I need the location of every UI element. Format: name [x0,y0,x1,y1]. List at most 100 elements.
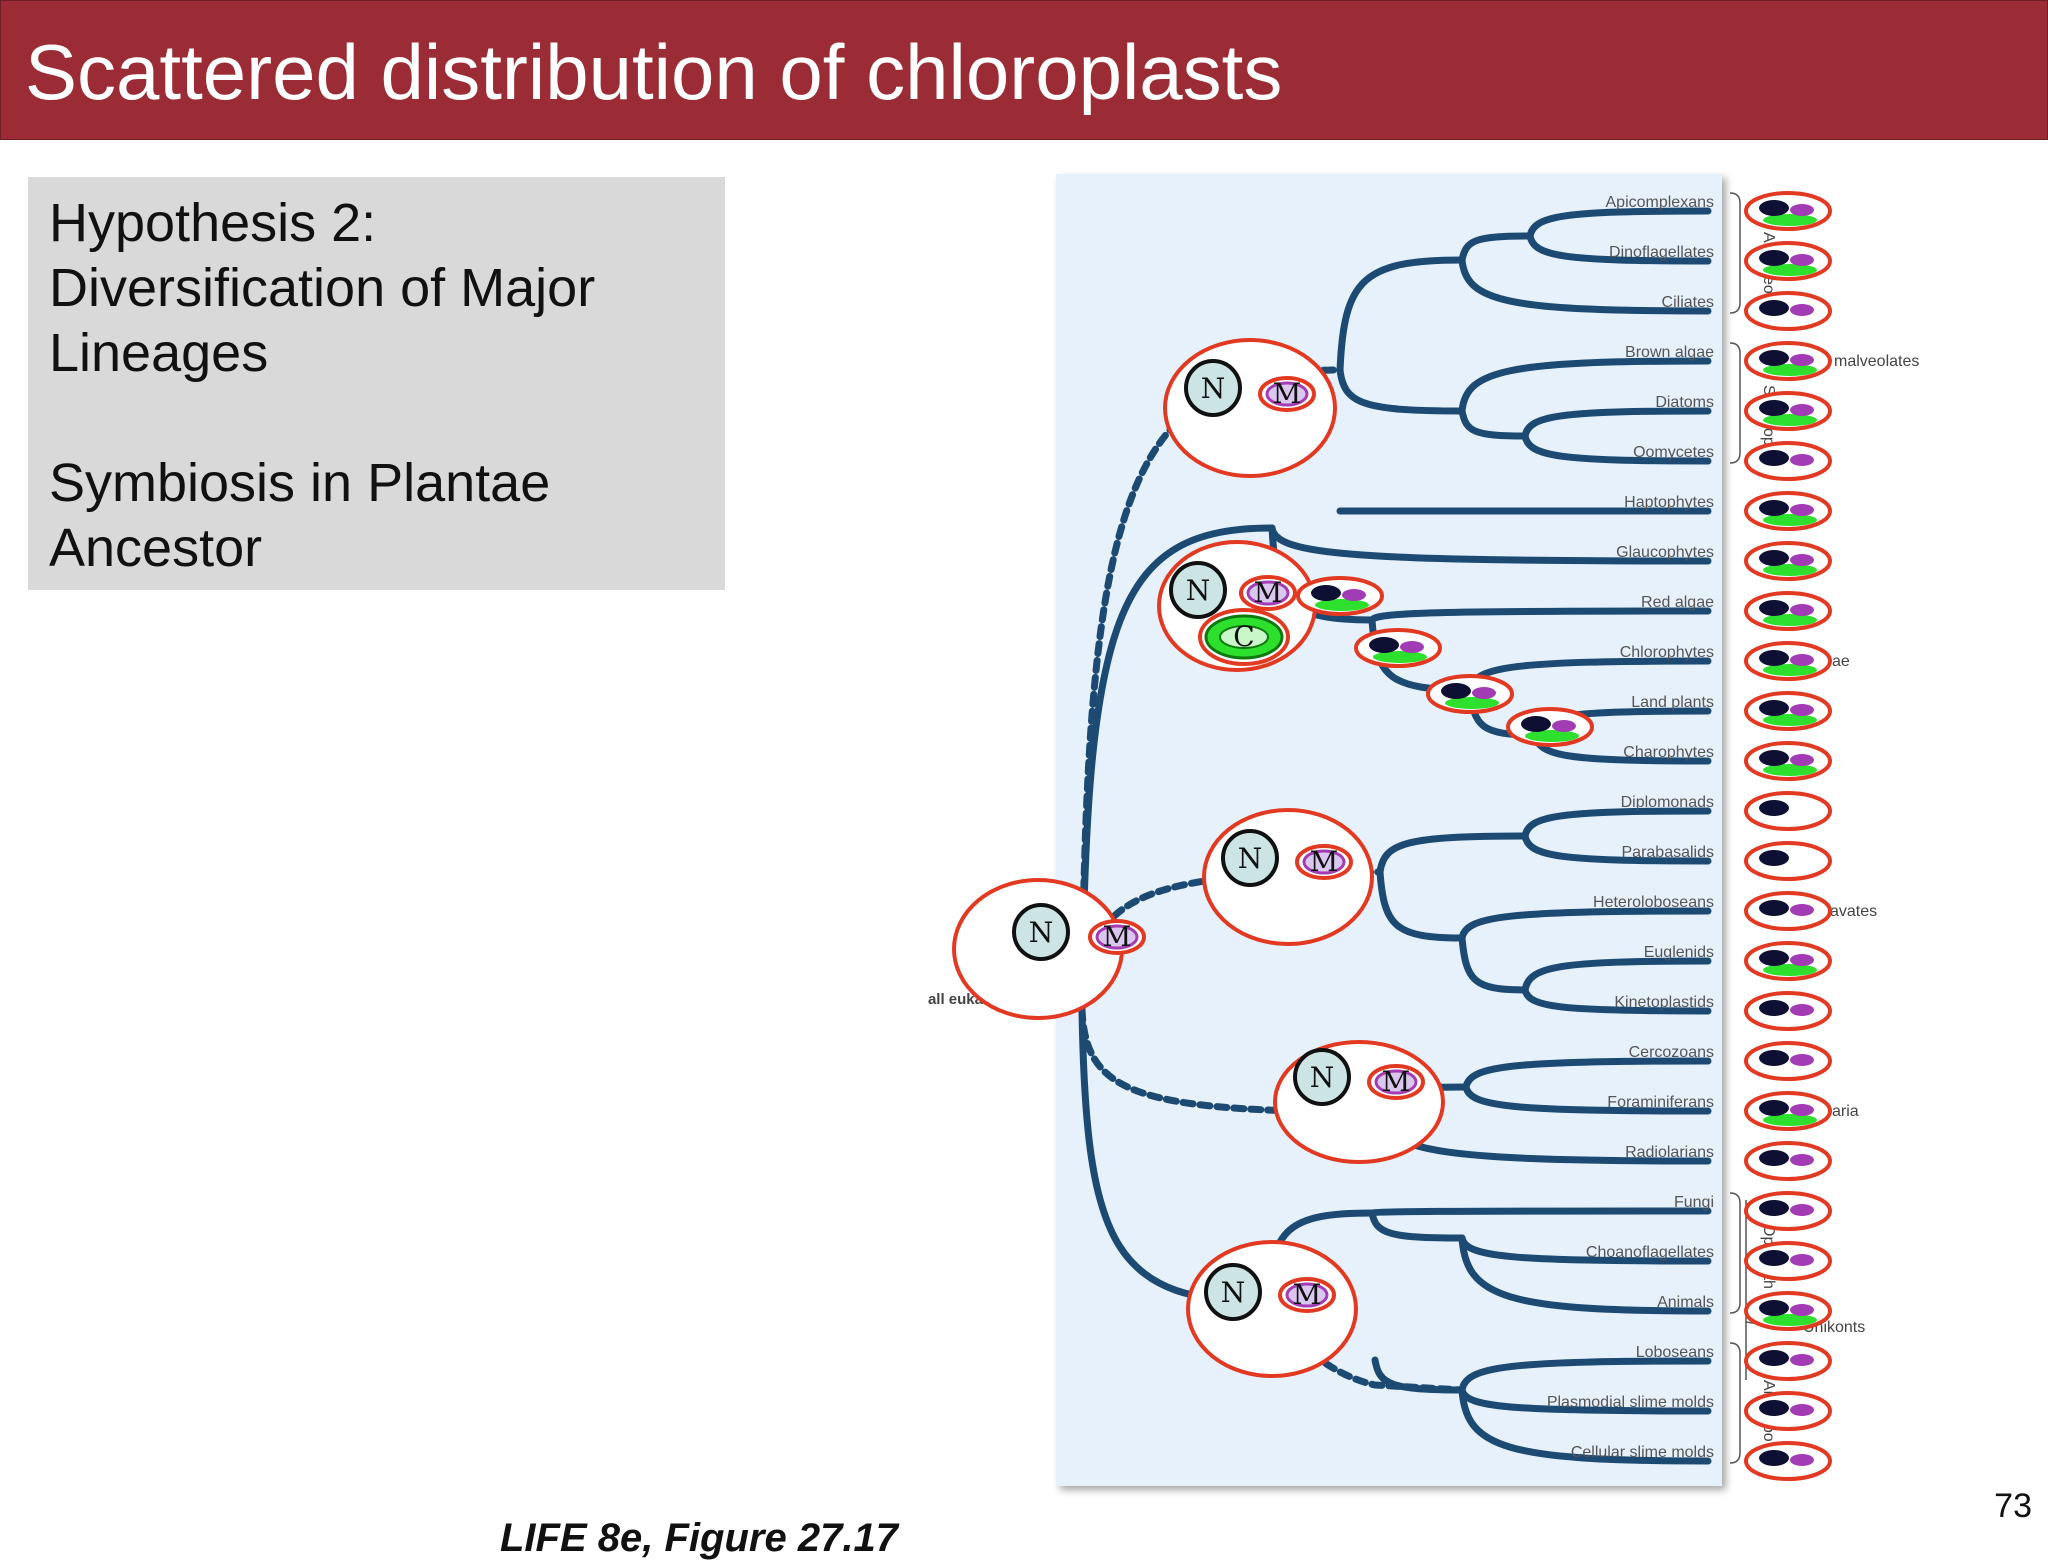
mitochondrion-letter: M [1103,920,1132,953]
plastid-lineage-cells [1296,576,1594,747]
mitochondrion-icon [1374,1069,1418,1095]
nucleus-icon [1012,903,1070,961]
nucleus [1759,300,1789,316]
taxon-label: Euglenids [1644,944,1714,961]
taxon-label: Fungi [1674,1194,1714,1211]
nucleus-icon [1184,359,1242,417]
branch-leaf [1521,957,1712,994]
taxon-label: Cellular slime molds [1571,1444,1714,1461]
branch-leaf [1458,1357,1712,1394]
taxon-cell [1744,591,1832,631]
taxon-label: Kinetoplastids [1614,994,1714,1011]
mitochondrion-icon [1095,924,1139,950]
hypothesis-line-3: Symbiosis in Plantae [49,453,551,513]
mitochondrion [1790,404,1814,416]
mitochondrion [1790,1454,1814,1466]
taxon-label: Parabasalids [1622,844,1715,861]
taxon-label: Plasmodial slime molds [1547,1394,1714,1411]
nucleus [1311,585,1341,601]
nucleus [1759,950,1789,966]
cell-membrane [1744,1341,1832,1381]
mitochondrion-icon [1265,381,1309,407]
group-label: avates [1830,903,1877,920]
mitochondrion [1790,254,1814,266]
mitochondrion [1472,687,1496,699]
mitochondrion [1790,654,1814,666]
mitochondrion [1790,1004,1814,1016]
cell-membrane [1744,991,1832,1031]
branch-stramenopiles [1336,366,1466,415]
hypothesis-line-1: Diversification of Major [49,258,596,318]
group-label: malveolates [1834,353,1919,370]
nucleus [1759,550,1789,566]
nucleus-icon [1293,1048,1351,1106]
cell-membrane [1744,1241,1832,1281]
taxon-cell [1744,841,1832,881]
branch-leaf [1521,986,1712,1015]
nucleus-letter: N [1238,842,1263,875]
mitochondrion [1790,1354,1814,1366]
taxon-cell [1744,391,1832,431]
nucleus [1759,400,1789,416]
chloroplast [1763,414,1817,426]
taxon-cell [1744,691,1832,731]
hypothesis-heading: Hypothesis 2: [49,193,377,253]
taxon-label: Red algae [1641,594,1714,611]
branch-discicristates [1376,868,1466,942]
nucleus [1759,800,1789,816]
mitochondrion [1790,504,1814,516]
taxon-cell [1744,1241,1832,1281]
taxon-labels: ApicomplexansDinoflagellatesCiliatesBrow… [1547,194,1714,1461]
taxon-cell [1744,491,1832,531]
taxon-label: Choanoflagellates [1586,1244,1714,1261]
branch-root-plantae [1078,524,1276,1014]
taxon-cell [1744,291,1832,331]
mitochondrion-letter: M [1254,576,1283,609]
mitochondrion [1790,304,1814,316]
chloroplast [1763,514,1817,526]
plastid-lineage-cell [1506,707,1594,747]
taxon-cell [1744,1091,1832,1131]
group-vertical-label: op [1760,428,1777,446]
branch-leaf [1268,524,1712,565]
cell-membrane [1744,1041,1832,1081]
branch-choano-animal [1368,1209,1466,1242]
nucleus [1759,1000,1789,1016]
taxon-label: Chlorophytes [1620,644,1714,661]
branch-alveolates [1336,256,1466,374]
chloroplast [1763,614,1817,626]
branch-apicomplexa-dino [1458,232,1534,264]
nucleus [1759,600,1789,616]
taxon-label: Heteroloboseans [1593,894,1714,911]
nucleus [1759,250,1789,266]
taxon-label: Haptophytes [1624,494,1714,511]
group-brackets [1729,192,1799,1464]
cell-membrane [1744,841,1832,881]
cell-membrane [1744,1391,1832,1431]
taxon-cell [1744,891,1832,931]
branch-leaf [1458,357,1712,415]
mitochondrion [1790,454,1814,466]
taxon-cell [1744,1391,1832,1431]
nucleus [1759,200,1789,216]
chloroplast [1445,697,1499,709]
leaf-cells [1744,191,1832,1481]
taxon-cell [1744,941,1832,981]
taxon-cell [1744,791,1832,831]
mitochondrion [1790,1154,1814,1166]
mitochondrion [1790,354,1814,366]
mitochondrion [1342,589,1366,601]
nucleus [1369,637,1399,653]
mitochondrion [1790,554,1814,566]
nucleus [1759,1250,1789,1266]
taxon-cell [1744,991,1832,1031]
mitochondrion [1790,1104,1814,1116]
chloroplast-inner [1219,625,1269,649]
chloroplast [1763,214,1817,226]
mitochondrion-letter: M [1293,1278,1322,1311]
branch-leaf [1526,207,1712,240]
